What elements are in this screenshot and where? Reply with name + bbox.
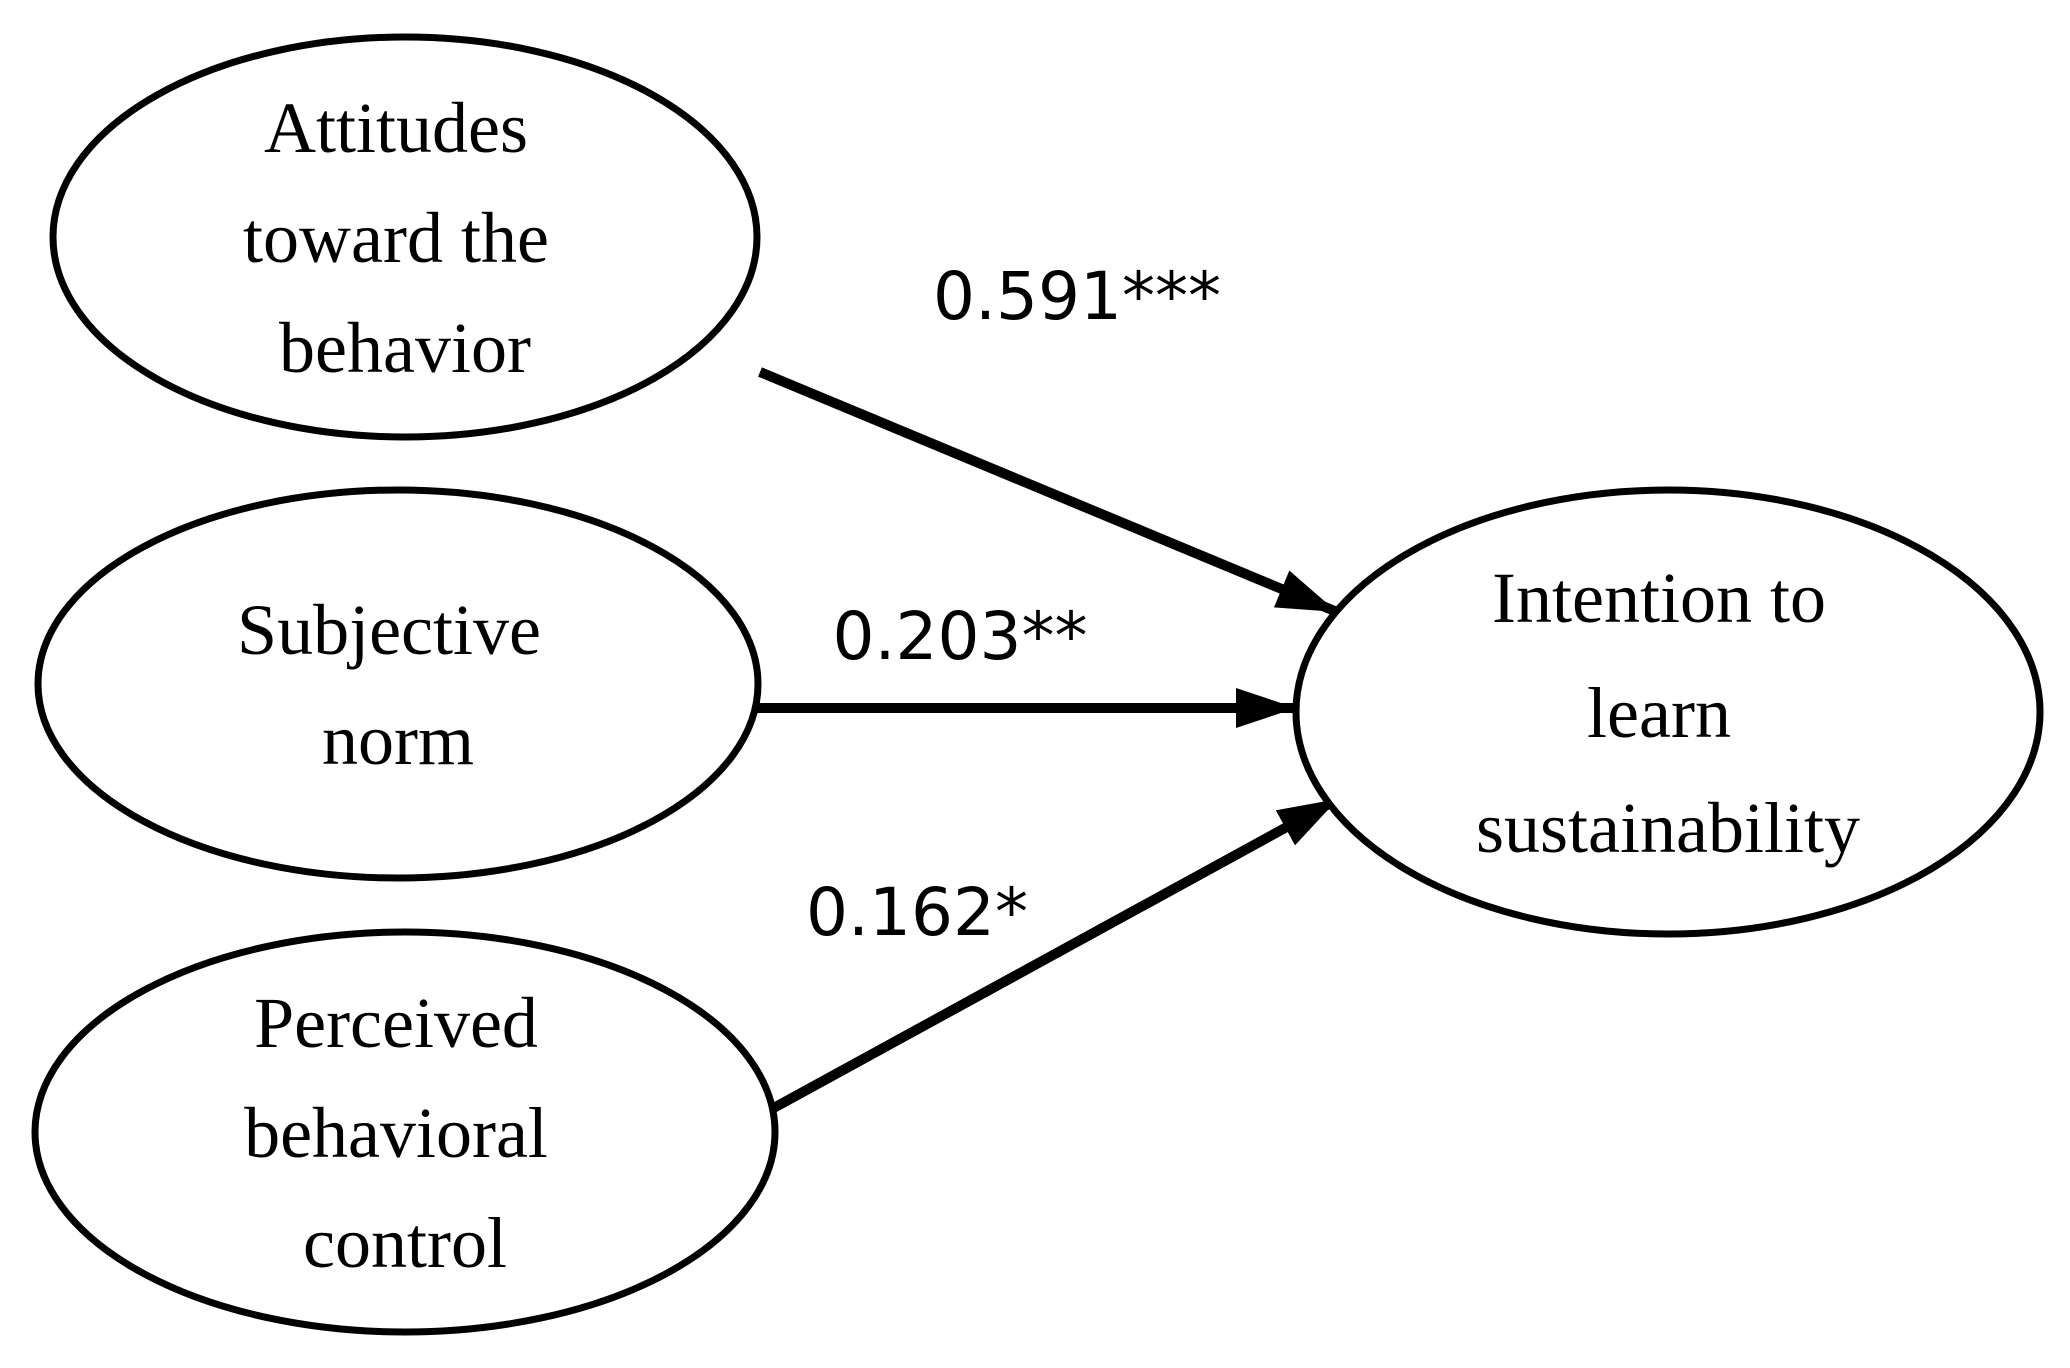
edge-pbc-arrow	[767, 794, 1341, 1115]
node-attitudes-label: Attitudes toward the behavior	[243, 88, 567, 388]
edge-subjective-norm-to-intention: 0.203**	[757, 598, 1296, 728]
node-intention-ellipse	[1292, 486, 2044, 938]
edge-pbc-to-intention: 0.162*	[767, 794, 1341, 1115]
node-pbc: Perceived behavioral control	[31, 928, 779, 1336]
node-subjective-norm: Subjective norm	[34, 486, 762, 882]
edge-attitudes-coefficient: 0.591***	[933, 258, 1221, 335]
node-intention-label: Intention to learn sustainability	[1476, 558, 1860, 868]
node-subjective-norm-ellipse	[34, 486, 762, 882]
node-subjective-norm-label: Subjective norm	[237, 590, 559, 780]
edge-subjective-norm-coefficient: 0.203**	[833, 598, 1088, 675]
node-pbc-label: Perceived behavioral control	[244, 983, 566, 1283]
node-attitudes: Attitudes toward the behavior	[49, 33, 761, 441]
node-attitudes-ellipse	[49, 33, 761, 441]
node-intention: Intention to learn sustainability	[1292, 486, 2044, 938]
edge-attitudes-arrow	[758, 367, 1339, 617]
node-pbc-ellipse	[31, 928, 779, 1336]
edge-pbc-coefficient: 0.162*	[806, 874, 1028, 951]
edge-attitudes-to-intention: 0.591***	[758, 258, 1339, 617]
